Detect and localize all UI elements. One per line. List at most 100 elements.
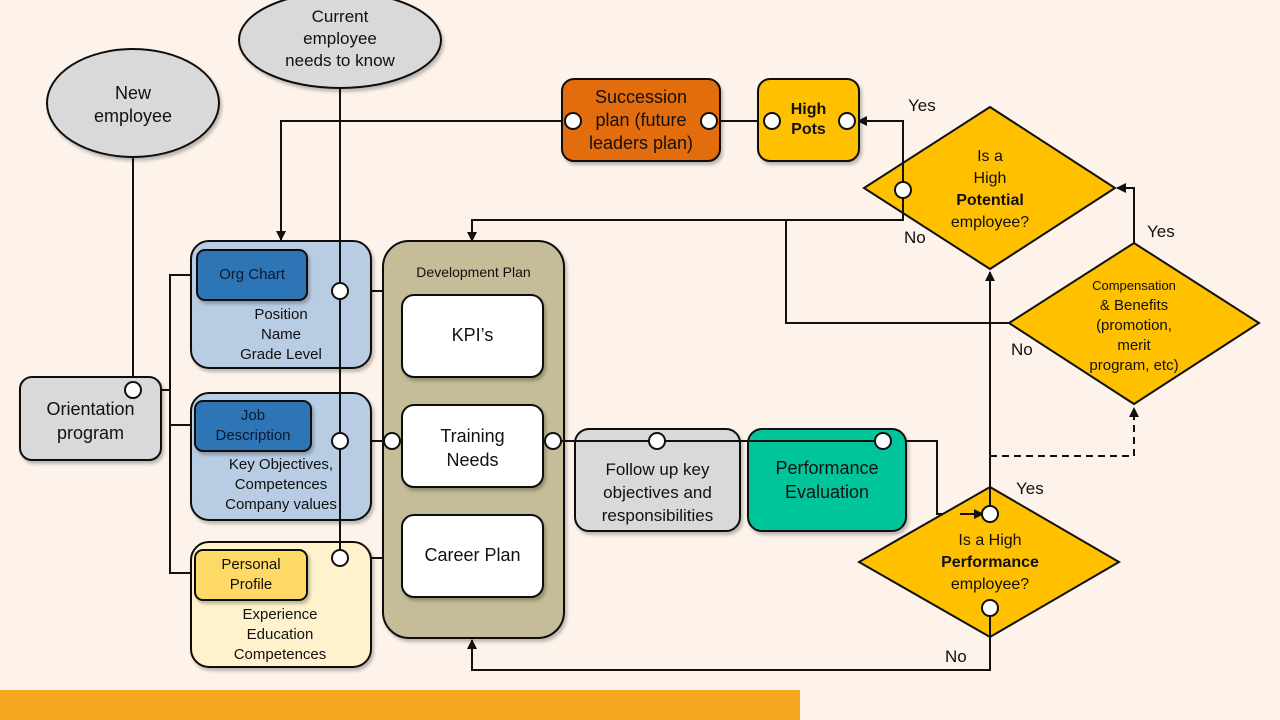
text-line: program, etc)	[1089, 357, 1179, 374]
succession-plan-box	[561, 78, 721, 162]
text-line: (promotion,	[1096, 317, 1172, 334]
text-line: Competences	[234, 476, 328, 493]
text-line: employee?	[950, 576, 1030, 593]
org-chart-box	[196, 249, 308, 301]
text-line: Competences	[233, 646, 327, 663]
connector-orientation-profile	[169, 390, 198, 574]
text-line: Grade Level	[240, 346, 322, 363]
port-potential	[894, 181, 912, 199]
connector-performance-comp-dashed	[990, 407, 1139, 457]
career-plan-box	[401, 514, 544, 598]
comp-benefits-diamond	[1007, 241, 1261, 406]
high-potential-question: Is a High Potential employee?	[930, 146, 1050, 234]
port-followup	[648, 432, 666, 450]
new-employee-label: New employee	[83, 82, 183, 128]
kpis-label: KPI’s	[451, 325, 494, 345]
port-orientation	[124, 381, 142, 399]
port-performance-bottom	[981, 599, 999, 617]
text-line: leaders plan)	[588, 133, 694, 153]
text-line: employee?	[950, 214, 1030, 231]
text-line: Evaluation	[784, 482, 870, 502]
text-line: program	[56, 423, 125, 443]
port-evaluation	[874, 432, 892, 450]
port-jobdesc	[331, 432, 349, 450]
succession-plan-label: Succession plan (future leaders plan)	[562, 86, 720, 155]
org-chart-title: Org Chart	[219, 266, 285, 283]
current-employee-label: Current employee needs to know	[265, 6, 415, 72]
high-potential-diamond	[862, 105, 1117, 271]
new-employee-ellipse	[46, 48, 220, 158]
text-line: Personal	[221, 556, 281, 573]
text-line: Potential	[956, 192, 1024, 209]
no-label-performance: No	[945, 647, 967, 666]
text-line: Is a High	[958, 532, 1022, 549]
connector-potential-no	[467, 190, 904, 242]
yes-label-performance: Yes	[1016, 479, 1044, 498]
text-line: objectives and	[603, 483, 712, 502]
comp-benefits-label: Compensation & Benefits (promotion, meri…	[1074, 276, 1194, 376]
text-line: employee	[93, 106, 173, 126]
text-line: & Benefits	[1099, 297, 1169, 314]
text-line: Follow up key	[605, 460, 710, 479]
text-line: Performance	[941, 554, 1039, 571]
text-line: Name	[260, 326, 301, 343]
port-profile	[331, 549, 349, 567]
port-orgchart	[331, 282, 349, 300]
text-line: responsibilities	[601, 506, 714, 525]
job-description-box	[194, 400, 312, 452]
text-line: Training	[440, 426, 505, 446]
kpis-box	[401, 294, 544, 378]
text-line: employee	[303, 29, 377, 48]
yes-label-potential: Yes	[908, 96, 936, 115]
connector-orientation-orgchart	[133, 274, 198, 391]
connector-comp-no	[785, 220, 1010, 324]
text-line: New	[114, 83, 151, 103]
text-line: Profile	[229, 576, 273, 593]
port-training-out	[544, 432, 562, 450]
performance-evaluation-label: Performance Evaluation	[748, 456, 906, 504]
follow-up-box	[574, 428, 741, 532]
text-line: Pots	[791, 121, 826, 138]
text-line: Education	[246, 626, 314, 643]
text-line: High	[973, 170, 1007, 187]
high-pots-box	[757, 78, 860, 162]
training-needs-label: Training Needs	[402, 424, 543, 472]
text-line: Orientation	[46, 399, 135, 419]
port-succession-right	[700, 112, 718, 130]
port-performance-top	[981, 505, 999, 523]
orientation-label: Orientation program	[20, 397, 161, 445]
accent-bar	[0, 690, 800, 720]
text-line: Succession	[594, 87, 688, 107]
port-devplan-in	[383, 432, 401, 450]
text-line: Company values	[225, 496, 337, 513]
connector-succession-orgchart	[276, 120, 572, 241]
text-line: Experience	[242, 606, 318, 623]
text-line: needs to know	[285, 51, 395, 70]
no-label-potential: No	[904, 228, 926, 247]
port-highpots-right	[838, 112, 856, 130]
port-highpots-left	[763, 112, 781, 130]
text-line: merit	[1117, 337, 1151, 354]
text-line: Key Objectives,	[228, 456, 334, 473]
text-line: Job	[240, 407, 266, 424]
performance-evaluation-box	[747, 428, 907, 532]
job-description-details: Key Objectives, Competences Company valu…	[211, 455, 351, 515]
connector-performance-no	[467, 608, 991, 671]
connector-comp-yes	[1116, 183, 1135, 243]
high-performance-question: Is a High Performance employee?	[930, 530, 1050, 596]
text-line: Performance	[775, 458, 879, 478]
text-line: High	[790, 101, 827, 118]
port-succession-left	[564, 112, 582, 130]
current-employee-ellipse	[238, 0, 442, 89]
personal-profile-details: Experience Education Competences	[215, 605, 345, 665]
orientation-box	[19, 376, 162, 461]
high-pots-label: High Pots	[758, 100, 859, 140]
text-line: Position	[254, 306, 308, 323]
career-plan-label: Career Plan	[424, 545, 521, 565]
no-label-comp: No	[1011, 340, 1033, 359]
development-plan-title: Development Plan	[416, 264, 531, 280]
follow-up-label: Follow up key objectives and responsibil…	[575, 458, 740, 527]
text-line: Is a	[977, 148, 1003, 165]
yes-label-comp: Yes	[1147, 222, 1175, 241]
text-line: Current	[311, 7, 369, 26]
